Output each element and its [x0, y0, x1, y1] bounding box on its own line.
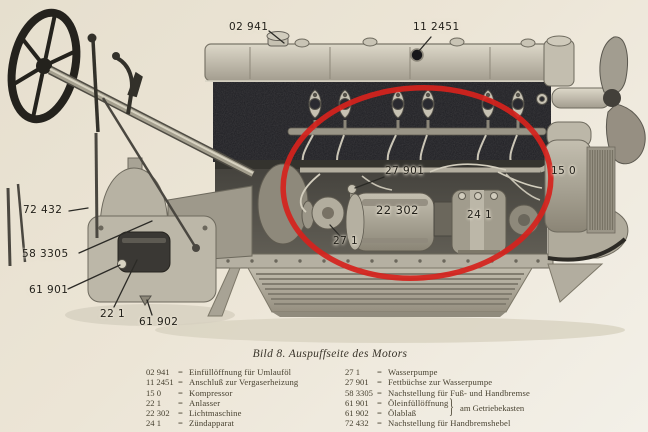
generator — [345, 192, 435, 252]
legend-row: 61 901=Öleinfüllöffnung — [345, 397, 449, 408]
oil-pan — [247, 267, 533, 317]
fan — [599, 36, 646, 165]
legend-column-left: 02 941=Einfüllöffnung für Umlauföl 11 24… — [146, 367, 298, 429]
callout-generator: 22 302 — [376, 203, 419, 217]
legend-row: 58 3305=Nachstellung für Fuß- und Handbr… — [345, 387, 530, 398]
gearbox — [87, 157, 253, 306]
legend-row: 72 432=Nachstellung für Handbremshebel — [345, 418, 511, 429]
steering-wheel — [7, 8, 81, 124]
engine-block — [204, 31, 557, 317]
engine-illustration — [6, 8, 646, 343]
magneto — [451, 189, 507, 257]
legend-row: 22 1=Anlasser — [146, 397, 221, 408]
legend-row: 22 302=Lichtmaschine — [146, 408, 242, 419]
fan-and-compressor — [543, 35, 646, 303]
callout-gearbox-oil-filler: 61 901 — [29, 284, 69, 296]
steering-column — [47, 65, 256, 179]
gearbox-drain — [139, 295, 152, 306]
figure-caption: Bild 8. Auspuffseite des Motors — [252, 348, 408, 360]
legend-brace: } — [449, 396, 454, 420]
callout-brake-adjust: 58 3305 — [22, 248, 69, 260]
callout-oil-filler: 02 941 — [229, 21, 269, 33]
legend-brace-note: am Getriebekasten — [460, 403, 525, 413]
callout-water-pump: 27 1 — [333, 235, 359, 247]
legend-row: 27 1=Wasserpumpe — [345, 367, 438, 377]
steering-assembly — [6, 8, 256, 267]
hand-levers — [87, 33, 143, 133]
legend-row: 11 2451=Anschluß zur Vergaserheizung — [146, 377, 299, 388]
highlight-ellipse — [280, 85, 554, 281]
leader-lines — [67, 30, 432, 316]
legend-row: 61 902=Ölablaß — [345, 408, 417, 419]
legend-row: 27 901=Fettbüchse zur Wasserpumpe — [345, 377, 493, 388]
carb-heat-port — [410, 48, 424, 62]
callout-compressor: 15 0 — [551, 165, 577, 177]
legend-column-right: 27 1=Wasserpumpe 27 901=Fettbüchse zur W… — [345, 367, 530, 429]
callout-handbrake-lever: 72 432 — [23, 204, 63, 216]
callout-magneto: 24 1 — [467, 209, 493, 221]
linkage-rods — [6, 97, 200, 267]
callout-gearbox-oil-drain: 61 902 — [139, 316, 179, 328]
legend-row: 24 1=Zündapparat — [146, 418, 235, 429]
compressor — [544, 121, 616, 234]
callout-grease-cup: 27 901 — [385, 165, 425, 177]
gearbox-oil-filler-plug — [117, 259, 127, 269]
callout-starter: 22 1 — [100, 308, 126, 320]
legend-row: 15 0=Kompressor — [146, 387, 233, 398]
oil-filler-cap — [266, 31, 290, 47]
ground-shadow — [65, 304, 625, 343]
legend-row: 02 941=Einfüllöffnung für Umlauföl — [146, 367, 292, 377]
callout-carb-heat: 11 2451 — [413, 21, 460, 33]
